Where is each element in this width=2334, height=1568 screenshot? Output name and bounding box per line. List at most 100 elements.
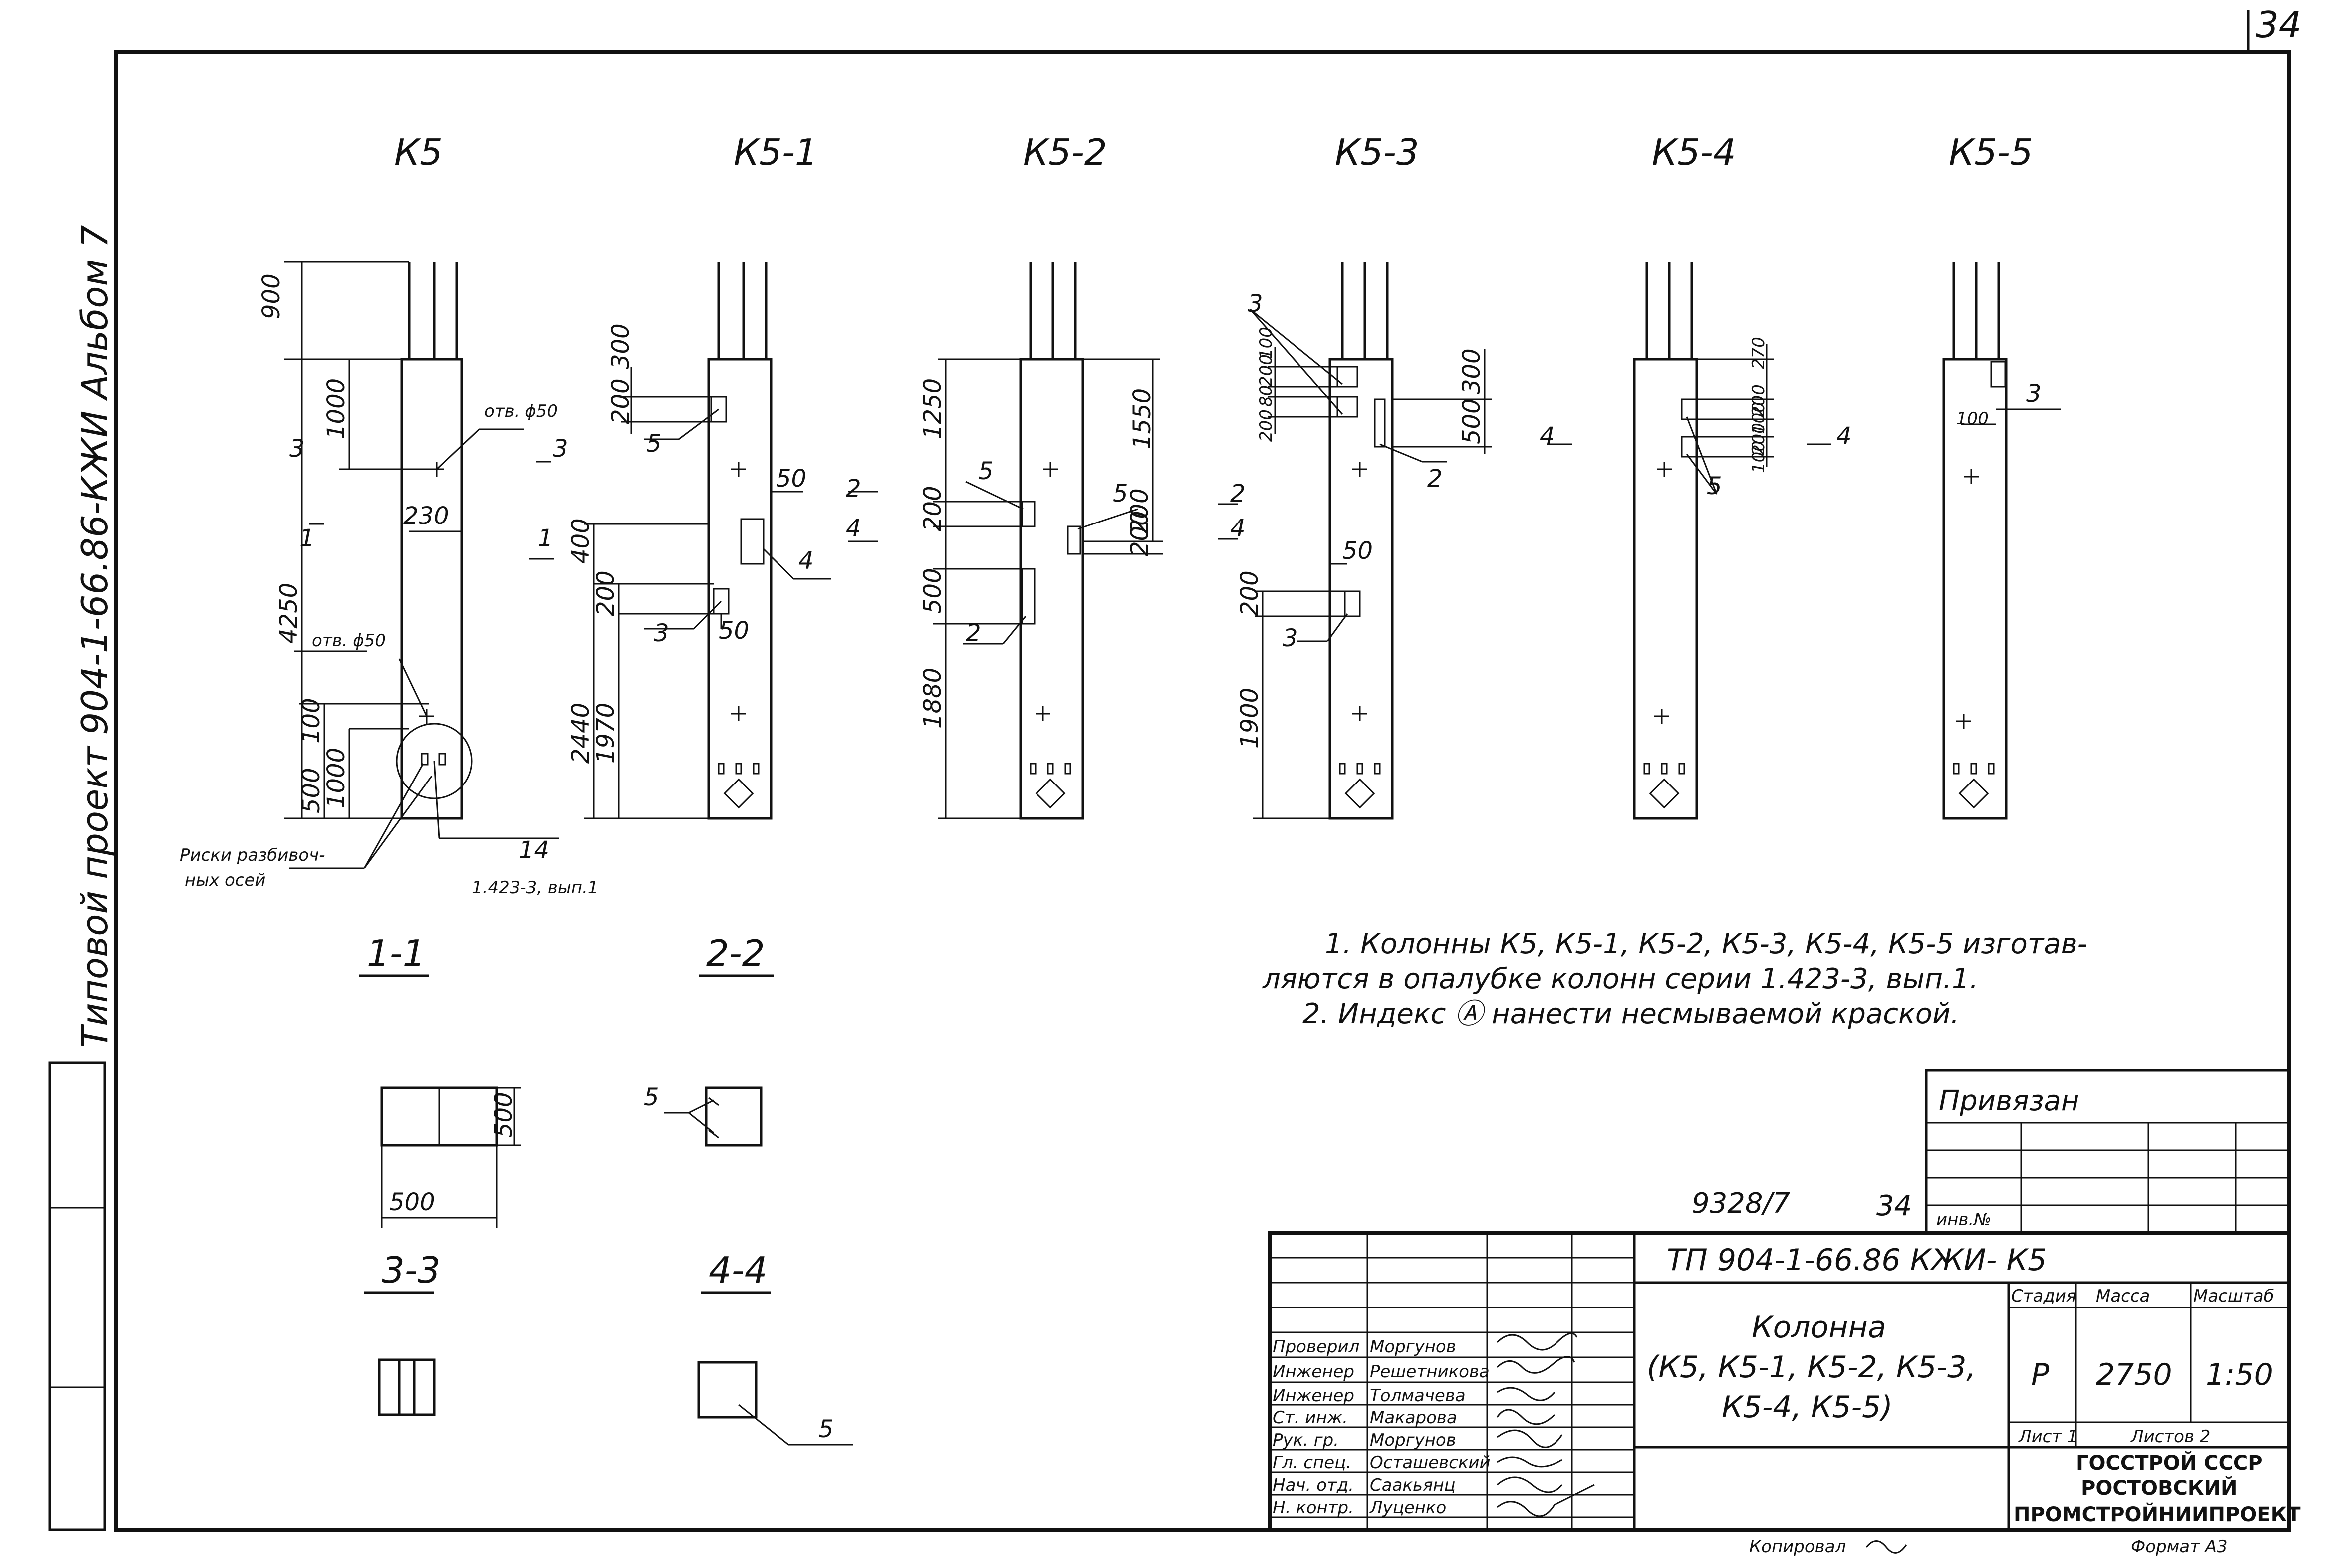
dim-k5-3-80: 80	[1256, 385, 1276, 407]
section-mark-4-k5-4-right: 4	[1836, 422, 1852, 450]
sign-role-2: Инженер	[1273, 1386, 1354, 1406]
ref-14: 14	[519, 836, 549, 864]
scale-value: 1:50	[2206, 1357, 2273, 1392]
dim-k5-2-1250: 1250	[919, 378, 947, 439]
signature-scribbles	[1496, 1332, 1595, 1517]
page-number: 34	[2256, 4, 2302, 46]
section-1-1-dim-500v: 500	[490, 1092, 518, 1138]
dim-k5-100: 100	[297, 698, 325, 744]
sign-name-6: Саакьянц	[1370, 1475, 1456, 1495]
hole-label-bottom: отв. ϕ50	[312, 631, 386, 651]
column-title-k5-4: К5-4	[1652, 131, 1736, 173]
mass-value: 2750	[2096, 1357, 2172, 1392]
column-k5-5: 100 3	[1942, 262, 2061, 820]
dim-k5-1-200: 200	[607, 378, 635, 424]
dim-k5-900: 900	[258, 273, 285, 319]
title-block: Привязан инв.№ 9328/7 34 Проверил Моргун…	[1268, 1069, 2301, 1532]
dim-k5-2-200s: 200	[1126, 488, 1154, 534]
column-title-k5: К5	[394, 131, 443, 173]
dim-k5-5-100: 100	[1956, 409, 1989, 429]
dim-k5-3-200: 200	[1256, 409, 1276, 442]
dim-k5-4250: 4250	[275, 583, 303, 644]
dim-k5-1-50b: 50	[719, 617, 749, 645]
section-title-4-4: 4-4	[709, 1249, 768, 1291]
section-mark-3-left: 3	[289, 435, 305, 463]
section-title-3-3: 3-3	[382, 1249, 441, 1291]
dim-k5-1-400: 400	[567, 518, 595, 564]
column-title-k5-1: К5-1	[734, 131, 818, 173]
org-line-2: РОСТОВСКИЙ	[2081, 1476, 2237, 1500]
stage-label: Стадия	[2011, 1286, 2076, 1306]
callout-k5-1-4: 4	[798, 547, 814, 575]
callout-k5-5-3: 3	[2026, 380, 2042, 408]
dim-k5-2-1550: 1550	[1128, 388, 1156, 449]
side-title: Типовой проект 904-1-66.86-КЖИ Альбом 7	[74, 225, 116, 1048]
note-line-1: 1. Колонны К5, К5-1, К5-2, К5-3, К5-4, К…	[1325, 928, 2087, 960]
section-4-4-callout-5: 5	[818, 1415, 834, 1443]
section-title-2-2: 2-2	[706, 932, 765, 974]
sign-role-7: Н. контр.	[1273, 1498, 1354, 1518]
dim-k5-2-500: 500	[919, 568, 947, 614]
copied-by-label: Копировал	[1749, 1537, 1846, 1557]
dim-k5-4-100b: 100	[1749, 441, 1769, 473]
section-mark-4-k5-4-left: 4	[1540, 422, 1555, 450]
column-title-k5-2: К5-2	[1023, 131, 1107, 173]
sign-name-5: Осташевский	[1370, 1453, 1491, 1473]
general-notes: 1. Колонны К5, К5-1, К5-2, К5-3, К5-4, К…	[1262, 928, 2087, 1030]
sign-role-1: Инженер	[1273, 1362, 1354, 1382]
dim-k5-4-200: 200	[1749, 384, 1769, 417]
column-title-k5-5: К5-5	[1949, 131, 2033, 173]
format-label: Формат А3	[2131, 1537, 2228, 1557]
dim-k5-1-200b: 200	[592, 570, 620, 616]
dim-k5-3-1900: 1900	[1236, 688, 1264, 749]
sign-name-2: Толмачева	[1370, 1386, 1466, 1406]
callout-k5-2-5a: 5	[978, 457, 994, 485]
section-1-1-dim-500h: 500	[389, 1188, 435, 1216]
callout-k5-3-2: 2	[1427, 465, 1443, 493]
sign-name-4: Моргунов	[1370, 1430, 1456, 1450]
section-mark-2-k5-3: 2	[1230, 480, 1246, 508]
dim-k5-4-200b: 200	[1749, 423, 1769, 455]
mass-label: Масса	[2096, 1286, 2150, 1306]
drawing-name-1: Колонна	[1752, 1310, 1886, 1345]
section-mark-3-right: 3	[553, 435, 568, 463]
org-line-3: ПРОМСТРОЙНИИПРОЕКТ	[2014, 1502, 2301, 1526]
scale-label: Масштаб	[2193, 1286, 2274, 1306]
org-line-1: ГОССТРОЙ СССР	[2076, 1451, 2263, 1475]
dim-k5-4-270: 270	[1749, 337, 1769, 369]
section-mark-1-left: 1	[299, 524, 315, 552]
archive-number: 9328/7	[1692, 1187, 1790, 1220]
sign-role-6: Нач. отд.	[1273, 1475, 1354, 1495]
sign-name-7: Луценко	[1369, 1498, 1446, 1518]
dim-k5-3-50: 50	[1342, 537, 1373, 565]
dim-k5-3-200c: 200	[1236, 570, 1264, 616]
column-k5: 900 1000 4250 230 500 100 1000 отв. ϕ50 …	[180, 261, 598, 898]
sign-role-0: Проверил	[1273, 1337, 1359, 1357]
dim-k5-1-50a: 50	[776, 465, 806, 493]
drawing-name-2: (К5, К5-1, К5-2, К5-3,	[1647, 1350, 1976, 1385]
sign-name-3: Макарова	[1370, 1408, 1457, 1428]
dim-k5-1000: 1000	[322, 378, 350, 439]
column-titles: К5 К5-1 К5-2 К5-3 К5-4 К5-5	[394, 131, 2033, 173]
dim-k5-3-100: 100	[1256, 327, 1276, 359]
sign-name-0: Моргунов	[1370, 1337, 1456, 1357]
column-title-k5-3: К5-3	[1335, 131, 1419, 173]
column-k5-3: 200 80 200 100 300 500 50 200 1900 3 2 3…	[1218, 262, 1492, 820]
note-line-3: 2. Индекс Ⓐ нанести несмываемой краской.	[1302, 998, 1959, 1030]
copied-by-signature	[1865, 1540, 1907, 1554]
sign-role-5: Гл. спец.	[1273, 1453, 1351, 1473]
dim-k5-2-200: 200	[919, 486, 947, 531]
callout-k5-1-5: 5	[646, 430, 662, 458]
callout-k5-3-3b: 3	[1283, 624, 1298, 652]
sign-role-4: Рук. гр.	[1273, 1430, 1339, 1450]
archive-sheet: 34	[1876, 1190, 1912, 1222]
section-3-3: 3-3	[364, 1249, 441, 1416]
sign-name-1: Решетникова	[1370, 1362, 1490, 1382]
column-k5-2: 1250 1550 200 500 1880 200 200 5 2 5 2 4	[846, 262, 1163, 820]
callout-k5-2-5b: 5	[1113, 480, 1128, 508]
column-k5-1: 200 300 400 200 2440 1970 50 50 5 4 3	[529, 262, 831, 820]
risks-label-2: ных осей	[185, 870, 266, 890]
sheet-frame	[48, 10, 2291, 1532]
dim-k5-1000b: 1000	[322, 748, 350, 808]
